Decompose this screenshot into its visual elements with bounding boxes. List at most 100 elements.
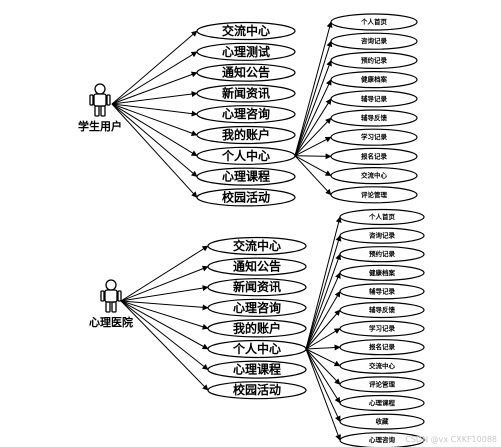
sub-use-case: 个人首页	[330, 13, 418, 31]
association-line	[111, 51, 198, 105]
use-case-shape	[196, 167, 296, 186]
use-case: 新闻资讯	[196, 84, 296, 103]
sub-use-case-shape	[339, 301, 425, 319]
sub-use-case-label: 交流中心	[361, 171, 388, 180]
sub-use-case: 咨询记录	[339, 227, 425, 244]
sub-use-case-shape	[339, 208, 425, 226]
include-line	[294, 40, 333, 156]
include-line	[305, 348, 341, 385]
sub-use-case: 学习记录	[339, 320, 425, 337]
association-line	[111, 103, 198, 177]
actor-1	[100, 279, 122, 313]
use-case: 个人中心	[207, 339, 307, 359]
sub-use-case: 交流中心	[330, 167, 418, 185]
use-case-shape	[196, 125, 296, 145]
sub-use-case-shape	[339, 432, 425, 447]
actor-label-1: 心理医院	[89, 315, 133, 329]
sub-use-case-shape	[330, 32, 418, 50]
sub-use-case-shape	[339, 246, 425, 263]
sub-use-case-label: 心理课程	[369, 398, 396, 407]
sub-use-case: 心理咨询	[339, 432, 425, 447]
sub-use-case: 交流中心	[339, 357, 425, 374]
use-case-label: 心理课程	[233, 362, 281, 377]
include-line	[305, 348, 341, 404]
actor-arm-left	[100, 290, 105, 302]
include-line	[305, 309, 341, 350]
sub-use-case-label: 个人首页	[368, 212, 396, 221]
sub-use-case: 健康档案	[339, 264, 425, 281]
association-line	[120, 265, 209, 302]
sub-use-case-shape	[330, 167, 418, 185]
include-line	[294, 59, 332, 156]
use-case-shape	[207, 360, 307, 379]
association-line	[120, 300, 209, 391]
association-line	[120, 300, 209, 330]
include-line	[305, 348, 341, 367]
use-case-shape	[207, 236, 307, 256]
include-line	[294, 155, 332, 196]
use-case-shape	[207, 278, 307, 297]
sub-use-case-shape	[330, 13, 418, 31]
association-line	[111, 103, 198, 198]
sub-use-case: 健康档案	[330, 70, 418, 89]
sub-use-case-shape	[330, 90, 418, 108]
sub-use-case-label: 报名记录	[361, 151, 388, 160]
sub-use-case-shape	[339, 283, 425, 300]
sub-use-case-shape	[330, 109, 418, 127]
use-case-shape	[196, 105, 296, 124]
sub-use-case: 收藏	[339, 413, 425, 430]
use-case: 心理课程	[207, 360, 307, 379]
sub-use-case: 评论管理	[339, 376, 425, 393]
sub-use-case: 报名记录	[330, 147, 418, 165]
actor-leg-left	[105, 301, 111, 313]
actor-leg-right	[100, 105, 106, 117]
sub-use-case-label: 辅导记录	[361, 94, 388, 103]
sub-use-case-shape	[339, 357, 425, 374]
sub-use-case-label: 预约记录	[361, 55, 388, 64]
use-case: 新闻资讯	[207, 278, 307, 297]
sub-use-case: 评论管理	[330, 186, 418, 204]
include-line	[294, 155, 332, 177]
use-case-shape	[196, 21, 296, 41]
use-case-label: 校园活动	[222, 189, 270, 204]
use-case: 交流中心	[196, 21, 296, 41]
sub-use-case: 预约记录	[330, 51, 418, 70]
include-line	[294, 98, 332, 157]
include-line	[305, 235, 342, 350]
actor-0	[89, 83, 111, 117]
sub-use-case: 辅导记录	[330, 90, 418, 108]
use-case-label: 我的账户	[233, 320, 281, 335]
sub-use-case-label: 心理咨询	[369, 435, 396, 444]
association-line	[120, 245, 209, 302]
use-case-label: 校园活动	[233, 382, 281, 397]
association-line	[111, 103, 198, 117]
sub-use-case: 个人首页	[339, 208, 425, 226]
actor-arm-right	[117, 290, 122, 302]
include-line	[294, 136, 332, 157]
use-case-label: 新闻资讯	[222, 85, 270, 100]
association-line	[111, 71, 198, 105]
actor-body	[93, 93, 107, 107]
sub-use-case-label: 评论管理	[369, 379, 396, 388]
sub-use-case-label: 收藏	[376, 417, 390, 426]
sub-use-case-shape	[339, 394, 425, 412]
use-case: 校园活动	[207, 381, 307, 400]
actor-leg-right	[111, 301, 117, 313]
sub-use-case: 学习记录	[330, 128, 418, 146]
use-case-label: 我的账户	[222, 127, 270, 142]
sub-use-case-shape	[330, 128, 418, 146]
association-line	[120, 285, 209, 302]
actor-head	[94, 83, 106, 95]
include-line	[294, 79, 332, 157]
use-case-label: 心理课程	[222, 169, 270, 184]
sub-use-case: 辅导反馈	[330, 109, 418, 127]
sub-use-case-shape	[339, 320, 425, 337]
sub-use-case-shape	[339, 227, 425, 244]
use-case: 我的账户	[207, 319, 307, 338]
sub-use-case-label: 预约记录	[369, 249, 396, 258]
use-case-shape	[196, 63, 296, 82]
actor-body	[104, 289, 118, 303]
sub-use-case-label: 交流中心	[369, 361, 396, 370]
use-case-label: 新闻资讯	[233, 279, 281, 294]
